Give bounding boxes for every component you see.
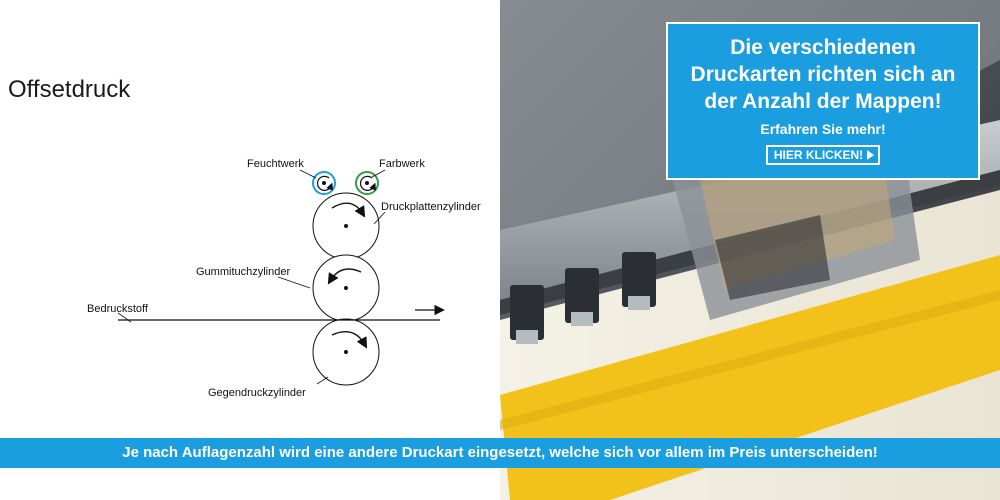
druckplattenzylinder (312, 192, 380, 260)
feuchtwerk-roller (312, 171, 336, 195)
offset-printing-diagram: Feuchtwerk Farbwerk Druckplattenzylinder… (87, 158, 481, 399)
promo-box: Die verschiedenen Druckarten richten sic… (666, 22, 980, 180)
promo-headline: Die verschiedenen Druckarten richten sic… (668, 34, 978, 115)
label-feuchtwerk: Feuchtwerk (247, 158, 304, 170)
promo-headline-line-2: Druckarten richten sich an (690, 63, 956, 86)
promo-headline-line-1: Die verschiedenen (730, 36, 916, 59)
diagram-panel: Offsetdruck (8, 76, 481, 399)
promo-headline-line-3: der Anzahl der Mappen! (704, 90, 942, 113)
gummituchzylinder (312, 254, 380, 322)
hier-klicken-button[interactable]: HIER KLICKEN! (765, 145, 881, 165)
label-gummituchzylinder: Gummituchzylinder (196, 266, 290, 278)
promo-subline: Erfahren Sie mehr! (760, 121, 886, 137)
farbwerk-roller (355, 171, 379, 195)
label-bedruckstoff: Bedruckstoff (87, 303, 149, 315)
hier-klicken-label: HIER KLICKEN! (773, 148, 864, 162)
label-gegendruckzylinder: Gegendruckzylinder (208, 387, 306, 399)
label-farbwerk: Farbwerk (379, 158, 425, 170)
play-arrow-icon (867, 150, 875, 160)
bottom-banner: Je nach Auflagenzahl wird eine andere Dr… (0, 438, 1000, 468)
gegendruckzylinder (312, 318, 380, 386)
label-druckplattenzylinder: Druckplattenzylinder (381, 201, 481, 213)
diagram-title: Offsetdruck (8, 76, 131, 103)
